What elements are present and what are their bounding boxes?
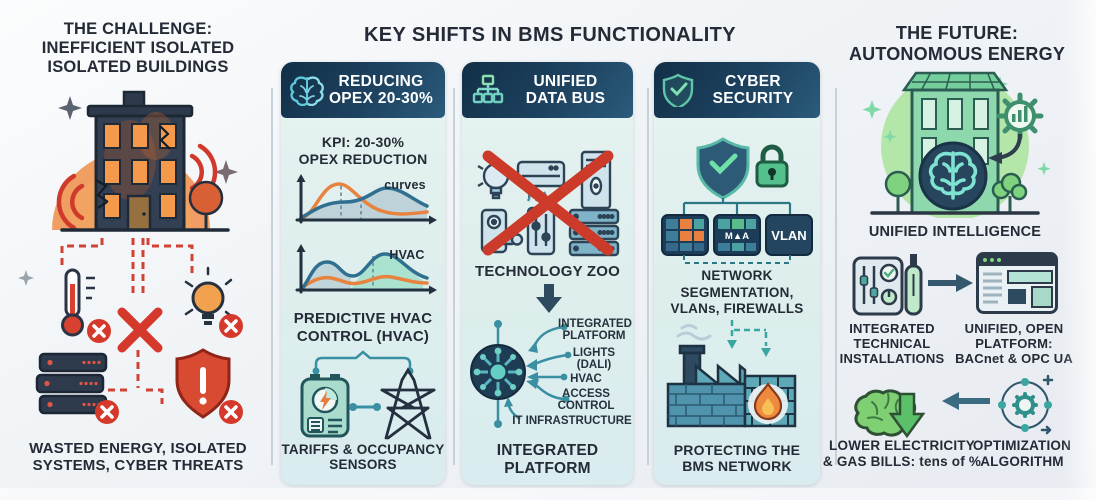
divider <box>453 88 455 465</box>
chart2-label: HVAC <box>389 248 425 262</box>
sparkle-icon <box>58 96 82 120</box>
card-reducing-opex-header: REDUCING OPEX 20-30% <box>281 62 445 118</box>
divider <box>647 88 649 465</box>
segmentation-caption: NETWORK SEGMENTATION, VLANs, FIREWALLS <box>670 268 804 316</box>
card-header-title: CYBER SECURITY <box>712 73 794 107</box>
integrated-platform-caption: INTEGRATED PLATFORM <box>496 442 599 477</box>
alert-shield-icon <box>175 348 231 419</box>
shield-check-icon <box>662 73 694 107</box>
server-stack-icon <box>35 352 108 415</box>
brain-icon <box>918 141 988 211</box>
dashed-arrows <box>730 320 768 346</box>
installations-caption: INTEGRATED TECHNICAL INSTALLATIONS <box>839 321 945 366</box>
segmentation-tile: M▲A <box>713 214 761 256</box>
chart1-label: curves <box>384 178 426 192</box>
right-edge-glow <box>1062 0 1096 500</box>
down-arrow-icon <box>536 284 562 313</box>
left-panel-title: THE CHALLENGE: INEFFICIENT ISOLATED ISOL… <box>41 20 235 76</box>
firewall-icon <box>743 374 797 428</box>
tile3-label: VLAN <box>771 228 806 243</box>
card-reducing-opex: REDUCING OPEX 20-30% KPI: 20-30% OPEX RE… <box>281 62 445 485</box>
future-building-illustration <box>862 71 1050 218</box>
thermometer-icon <box>61 268 95 337</box>
shield-check-icon <box>696 137 750 200</box>
hub-label-access-control: ACCESS CONTROL <box>557 388 615 412</box>
right-panel-title: THE FUTURE: AUTONOMOUS ENERGY <box>848 23 1066 64</box>
algorithm-caption: OPTIMIZATION ALGORITHM <box>972 438 1072 469</box>
x-badge-icon <box>219 400 243 424</box>
card-header-title: REDUCING OPEX 20-30% <box>328 73 434 107</box>
card-unified-data-bus-header: UNIFIED DATA BUS <box>462 62 633 118</box>
tree-icon <box>188 180 224 230</box>
firewall-factory-illustration <box>666 320 797 428</box>
divider <box>835 88 837 465</box>
platform-caption: UNIFIED, OPEN PLATFORM: BACnet & OPC UA <box>955 321 1073 366</box>
left-arrow-icon <box>942 392 990 410</box>
technology-zoo-illustration <box>477 150 620 257</box>
segmentation-illustration: M▲A VLAN <box>661 137 813 264</box>
big-x-icon <box>482 150 614 256</box>
dashed-connector-lines <box>60 238 194 404</box>
power-pylon-icon <box>380 367 436 440</box>
lightbulb-icon <box>184 266 233 325</box>
network-tree-icon <box>472 74 504 104</box>
hub-label-hvac: HVAC <box>570 373 602 385</box>
tariffs-caption: TARIFFS & OCCUPANCY SENSORS <box>281 442 445 472</box>
hub-label-lights: LIGHTS (DALI) <box>572 347 616 371</box>
bracket-connector <box>314 350 412 370</box>
smoke-icon <box>676 324 712 341</box>
integration-hub-illustration <box>470 320 572 428</box>
card-cyber-security-header: CYBER SECURITY <box>654 62 820 118</box>
sparkle-icon <box>18 270 34 286</box>
hub-label-integrated-platform: INTEGRATED PLATFORM <box>558 318 632 342</box>
open-platform-browser-icon <box>976 252 1058 314</box>
challenge-building-illustration <box>18 90 243 424</box>
main-title: KEY SHIFTS IN BMS FUNCTIONALITY <box>363 24 737 46</box>
card-unified-data-bus: UNIFIED DATA BUS <box>462 62 633 485</box>
brain-icon <box>290 76 324 106</box>
brain-savings-icon <box>854 389 926 439</box>
tile2-label: M▲A <box>725 231 749 242</box>
tariffs-sensors-illustration <box>300 350 436 440</box>
energy-meter-icon <box>300 374 350 438</box>
tree-icon <box>884 170 912 213</box>
predictive-hvac-caption: PREDICTIVE HVAC CONTROL (HVAC) <box>293 310 433 345</box>
card-cyber-security: CYBER SECURITY <box>654 62 820 485</box>
building-icon <box>86 90 194 232</box>
kpi-caption: KPI: 20-30% OPEX REDUCTION <box>298 134 428 167</box>
protecting-caption: PROTECTING THE BMS NETWORK <box>673 442 801 474</box>
factory-icon <box>666 344 747 428</box>
x-badge-icon <box>87 319 111 343</box>
hvac-load-chart <box>295 244 437 295</box>
bills-caption: LOWER ELECTRICITY & GAS BILLS: tens of % <box>822 438 982 469</box>
unified-intelligence-caption: UNIFIED INTELLIGENCE <box>868 224 1042 240</box>
tree-icon <box>991 172 1028 213</box>
divider <box>271 88 273 465</box>
firewall-grid-tile <box>661 214 709 256</box>
hub-label-it-infrastructure: IT INFRASTRUCTURE <box>512 415 632 427</box>
bottom-strip <box>0 488 1096 500</box>
vlan-tile: VLAN <box>765 214 813 256</box>
big-x-icon <box>117 307 163 353</box>
technology-zoo-caption: TECHNOLOGY ZOO <box>474 263 621 280</box>
card-header-title: UNIFIED DATA BUS <box>525 73 606 107</box>
right-arrow-icon <box>928 274 973 292</box>
left-panel-caption: WASTED ENERGY, ISOLATED SYSTEMS, CYBER T… <box>29 440 247 474</box>
optimization-orbit-icon <box>998 374 1054 435</box>
connector-lines <box>682 198 792 215</box>
technical-installations-icon <box>852 254 923 316</box>
padlock-icon <box>755 144 789 188</box>
demand-curves-chart <box>295 174 437 225</box>
sparkle-icon <box>214 160 238 184</box>
gear-chart-icon <box>996 92 1044 140</box>
x-badge-icon <box>219 314 243 338</box>
x-badge-icon <box>95 400 119 424</box>
